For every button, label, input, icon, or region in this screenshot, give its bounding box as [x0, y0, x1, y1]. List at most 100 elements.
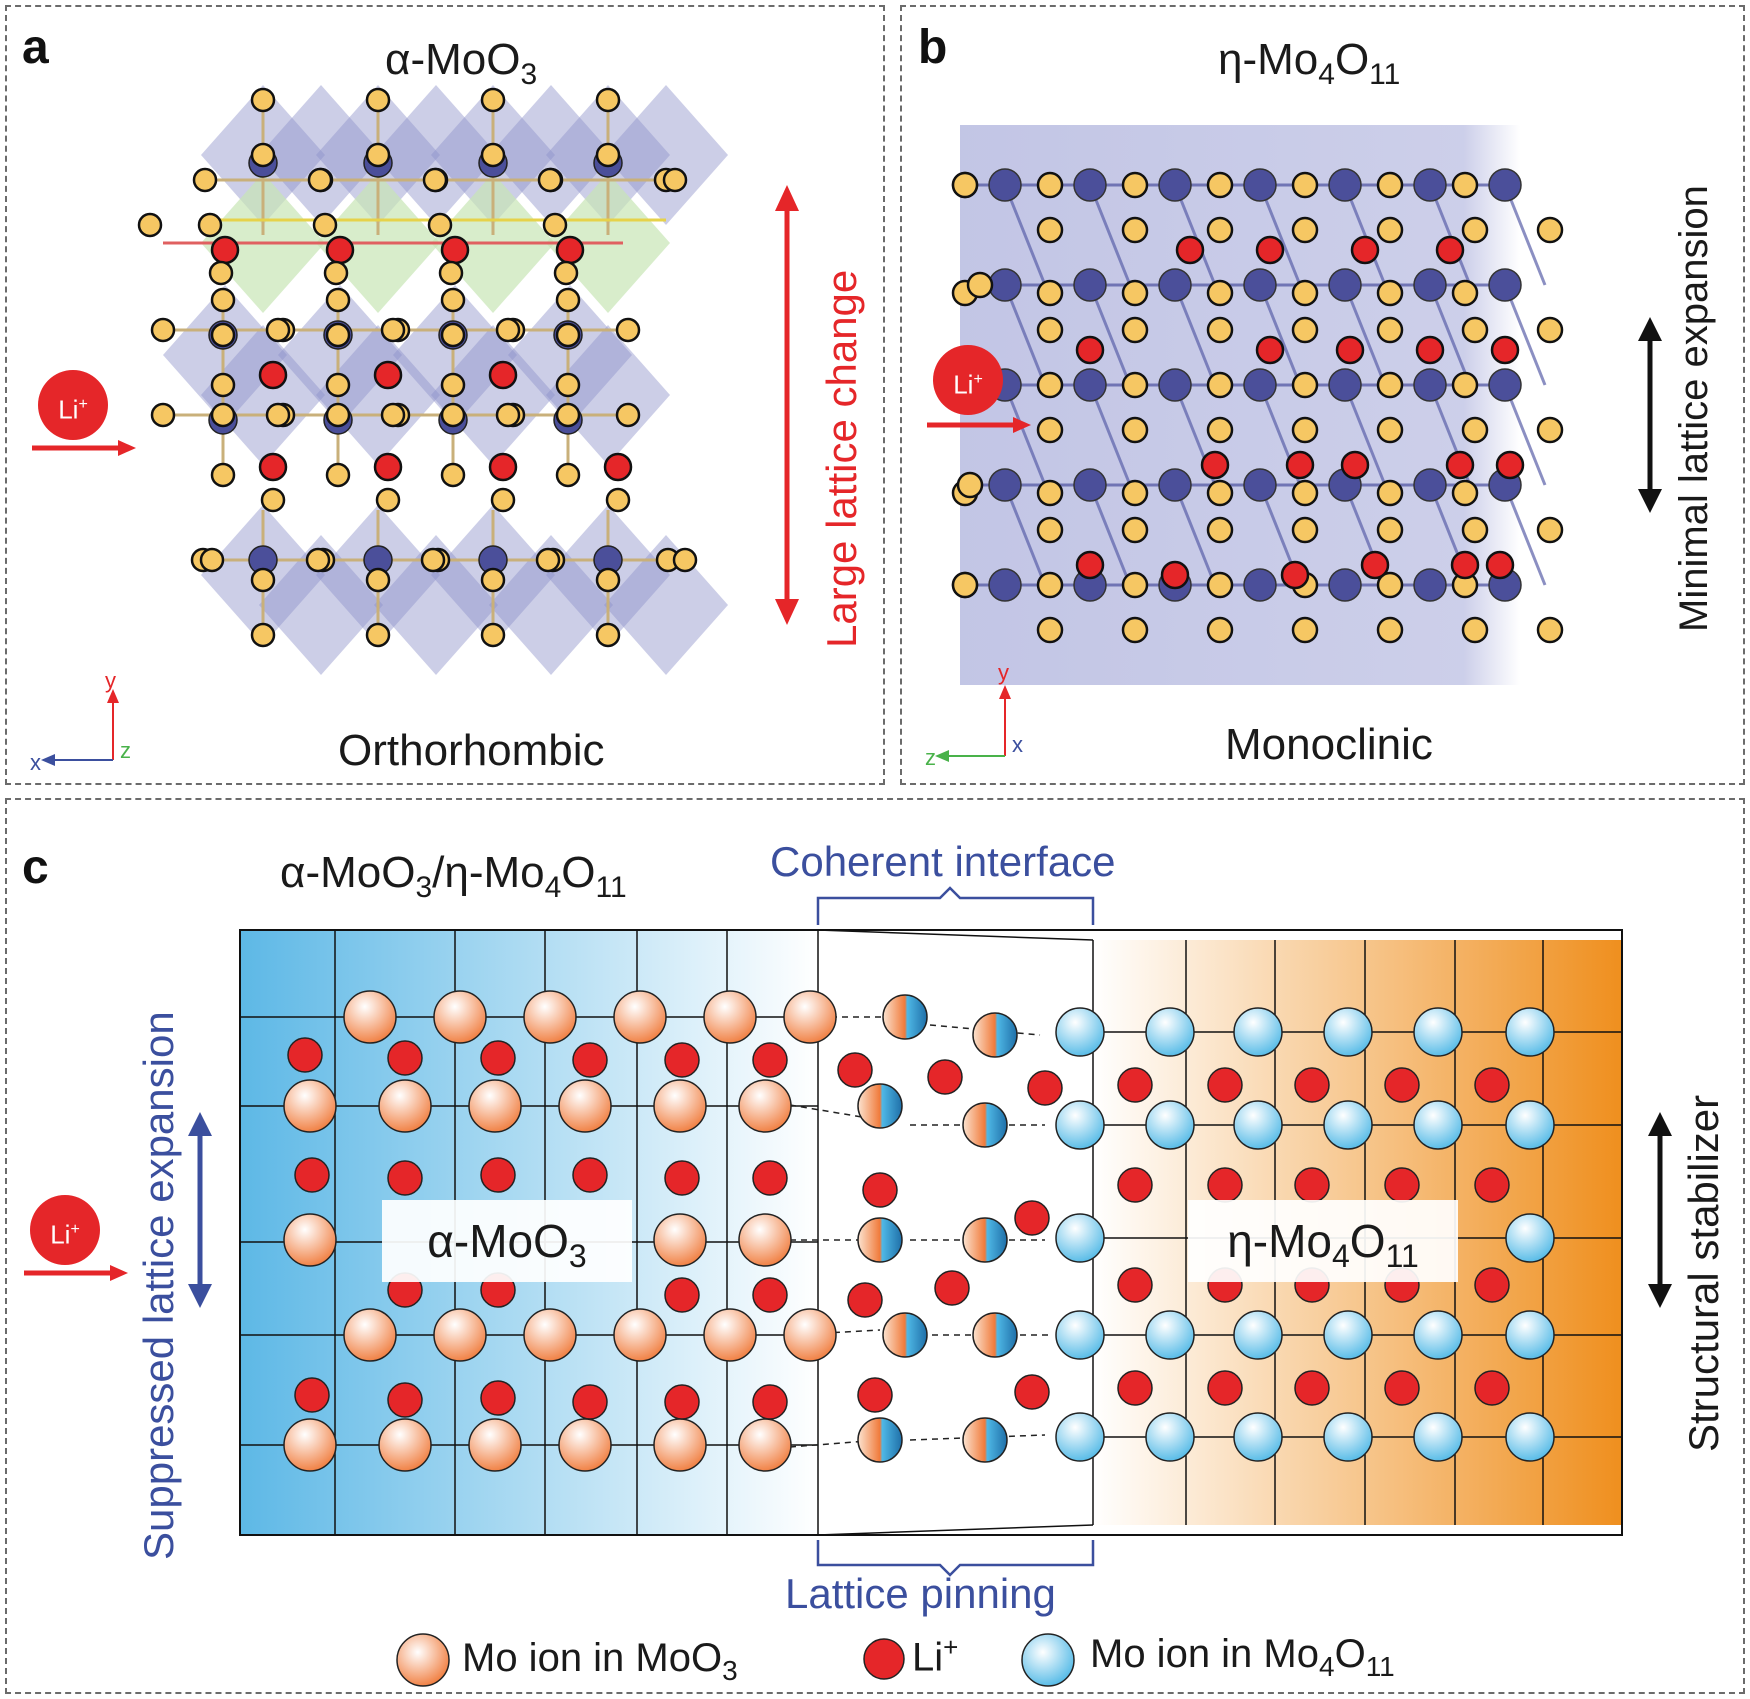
bond	[1428, 284, 1472, 386]
oxygen-atom	[210, 462, 236, 488]
octahedron	[393, 285, 517, 425]
oxygen-atom	[1291, 371, 1319, 399]
li-ion	[1485, 550, 1515, 580]
li-ion	[1294, 1370, 1330, 1406]
mo-atom	[1243, 368, 1277, 402]
bond	[1343, 184, 1387, 286]
mo-ion-mo4o11	[1145, 1310, 1195, 1360]
mo-ion-moo3	[653, 1213, 707, 1267]
li-ion	[1294, 1067, 1330, 1103]
oxygen-atom	[1291, 171, 1319, 199]
mo-ion-moo3	[283, 1079, 337, 1133]
panel-b-axis-y: y	[998, 660, 1009, 685]
mo-ion-moo3	[433, 990, 487, 1044]
oxygen-atom	[197, 212, 223, 238]
oxygen-atom	[1121, 279, 1149, 307]
mo-atom	[1158, 468, 1192, 502]
oxygen-atom	[1376, 516, 1404, 544]
legend-mo-mo4o11-label: Mo ion in Mo4O11	[1090, 1632, 1395, 1682]
oxygen-atom	[1121, 571, 1149, 599]
oxygen-atom	[480, 142, 506, 168]
mo-ion-moo3	[653, 1418, 707, 1472]
bond	[1343, 284, 1387, 386]
mo-ion-mo4o11	[1055, 1412, 1105, 1462]
mo-ion-moo3	[283, 1213, 337, 1267]
oxygen-atom	[537, 167, 563, 193]
oxygen-atom	[595, 567, 621, 593]
legend-mo-moo3-label: Mo ion in MoO3	[462, 1636, 738, 1686]
li-ion	[837, 1052, 873, 1088]
mo-ion-moo3	[343, 990, 397, 1044]
oxygen-atom	[1206, 571, 1234, 599]
oxygen-atom	[1036, 371, 1064, 399]
octahedron	[604, 85, 728, 225]
legend-mo-moo3-swatch	[396, 1633, 450, 1687]
mo-ion-mo4o11	[1505, 1213, 1555, 1263]
li-ion	[1207, 1370, 1243, 1406]
li-ion	[1200, 450, 1230, 480]
mo-ion-mo4o11	[1323, 1100, 1373, 1150]
li-ion	[752, 1042, 788, 1078]
li-ion	[1014, 1374, 1050, 1410]
panel-a-axes	[41, 689, 119, 766]
oxygen-atom	[495, 402, 521, 428]
mo-ion-moo3	[523, 1308, 577, 1362]
li-ion	[1285, 450, 1315, 480]
oxygen-atom	[542, 212, 568, 238]
mo-ion-mo4o11	[1233, 1007, 1283, 1057]
oxygen-atom	[1376, 171, 1404, 199]
oxygen-atom	[662, 167, 688, 193]
bond	[1003, 184, 1047, 286]
oxygen-atom	[1121, 316, 1149, 344]
mo-atom	[988, 468, 1022, 502]
oxygen-atom	[555, 402, 581, 428]
li-ion	[1384, 1370, 1420, 1406]
oxygen-atom	[1206, 479, 1234, 507]
panel-b-bottom-label: Monoclinic	[1225, 720, 1433, 769]
oxygen-atom	[1036, 416, 1064, 444]
panel-b-axis-x: x	[1012, 732, 1023, 757]
panel-b-title: η-Mo4O11	[1218, 35, 1401, 91]
li-ion	[258, 360, 288, 390]
mo-ion-interface	[972, 1012, 1018, 1058]
bond	[1003, 384, 1047, 486]
bond	[1173, 484, 1217, 586]
li-ion	[664, 1160, 700, 1196]
li-ion	[862, 1172, 898, 1208]
bond	[1428, 184, 1472, 286]
panel-b-structure	[951, 125, 1564, 685]
panel-b-li-arrow	[927, 417, 1031, 433]
li-ion	[480, 1157, 516, 1193]
panel-b-li-badge: Li+	[933, 345, 1003, 415]
legend-li-swatch	[863, 1638, 905, 1680]
oxygen-atom	[1451, 279, 1479, 307]
oxygen-atom	[208, 260, 234, 286]
mo-atom	[1413, 368, 1447, 402]
mo-atom	[1158, 168, 1192, 202]
oxygen-atom	[555, 462, 581, 488]
li-ion	[480, 1380, 516, 1416]
li-ion	[387, 1382, 423, 1418]
li-ion	[1255, 235, 1285, 265]
li-ion	[1207, 1167, 1243, 1203]
oxygen-atom	[1206, 171, 1234, 199]
li-ion	[572, 1384, 608, 1420]
lattice-pinning-label: Lattice pinning	[785, 1570, 1056, 1617]
oxygen-atom	[1536, 416, 1564, 444]
mo-atom	[1243, 568, 1277, 602]
mo-ion-moo3	[783, 990, 837, 1044]
li-ion	[1360, 550, 1390, 580]
oxygen-atom	[365, 567, 391, 593]
mo-ion-mo4o11	[1055, 1100, 1105, 1150]
bond	[1003, 484, 1047, 586]
oxygen-atom	[305, 547, 331, 573]
li-ion	[572, 1042, 608, 1078]
inner-mo4o11-label: η-Mo4O11	[1188, 1200, 1458, 1282]
panel-b-axis-z: z	[925, 745, 936, 770]
oxygen-atom	[1291, 279, 1319, 307]
mo-ion-interface	[857, 1217, 903, 1263]
structural-stabilizer-label: Structural stabilizer	[1680, 1094, 1727, 1452]
mo-ion-moo3	[283, 1418, 337, 1472]
li-ion	[387, 1160, 423, 1196]
